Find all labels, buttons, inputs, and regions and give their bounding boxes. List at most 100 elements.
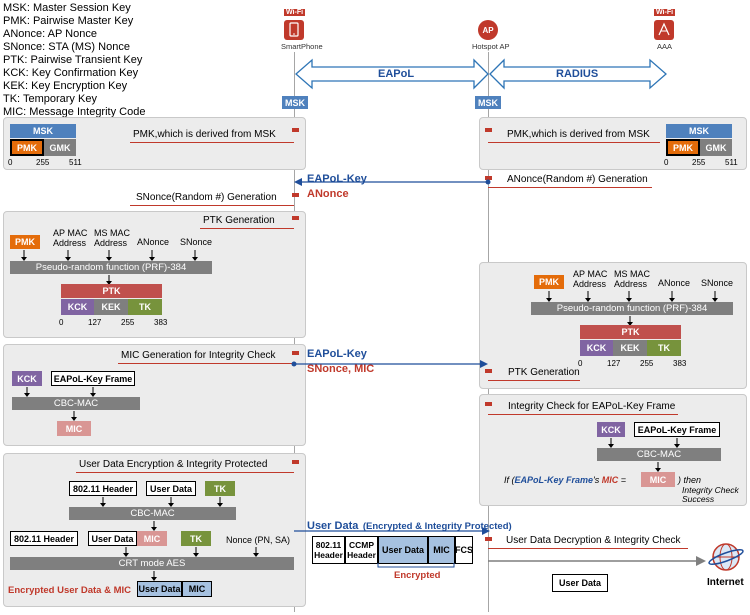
note-underline (488, 414, 678, 415)
pmk-box: PMK (10, 139, 44, 156)
ap-label: Hotspot AP (472, 42, 510, 51)
encrypted-result-label: Encrypted User Data & MIC (8, 585, 132, 596)
message-arrow-1 (294, 178, 491, 186)
kck-box: KCK (597, 422, 625, 437)
equals-sign: = (620, 475, 627, 485)
frame-mic-box: MIC (428, 536, 455, 564)
user-data-box: User Data (88, 531, 137, 546)
prf-bar: Pseudo-random function (PRF)-384 (10, 261, 212, 274)
ptk-panel-right: PMK AP MAC Address MS MAC Address ANonce… (479, 262, 747, 389)
then-text: ) then (678, 475, 702, 485)
crt-aes-bar: CRT mode AES (10, 557, 294, 570)
globe-icon (706, 541, 746, 580)
prf-arrow (106, 275, 112, 285)
bit-255: 255 (640, 359, 654, 368)
user-dec-note: User Data Decryption & Integrity Check (506, 535, 681, 546)
user-data-box: User Data (146, 481, 196, 496)
gmk-box: GMK (44, 139, 76, 156)
bit-255: 255 (121, 318, 135, 327)
mic-box: MIC (641, 472, 675, 487)
internet-label: Internet (707, 577, 744, 588)
glossary-item: KEK: Key Encryption Key (3, 80, 128, 92)
bit-511: 511 (725, 158, 738, 167)
bit-0: 0 (8, 158, 13, 167)
header-box: 802.11 Header (69, 481, 137, 496)
bit-0: 0 (578, 359, 583, 368)
prf-arrow (627, 316, 633, 326)
cbc-arrow (151, 521, 157, 531)
radius-label: RADIUS (556, 68, 599, 80)
ms-mac-label: MS MAC Address (94, 228, 130, 248)
msk-box: MSK (666, 124, 732, 138)
wifi-tag: Wi-Fi (284, 9, 306, 16)
eapol-key-frame-box: EAPoL-Key Frame (51, 371, 135, 386)
wifi-tag: Wi-Fi (654, 9, 676, 16)
if-frame: EAPoL-Key Frame (514, 475, 594, 485)
eapol-key-frame-box: EAPoL-Key Frame (634, 422, 720, 437)
glossary-item: MIC: Message Integrity Code (3, 106, 146, 118)
msk-phone: MSK (282, 96, 308, 109)
encrypted-mic-box: MIC (182, 581, 212, 597)
integrity-check-note: Integrity Check for EAPoL-Key Frame (508, 401, 676, 412)
note-underline (488, 380, 580, 381)
header-box: 802.11 Header (10, 531, 78, 546)
pmk-panel-right: MSK PMK GMK 0 255 511 (479, 117, 747, 170)
event-marker (292, 460, 299, 464)
event-marker (292, 193, 299, 197)
tk-box: TK (205, 481, 235, 496)
event-marker (485, 537, 492, 541)
cbc-arrow (655, 462, 661, 472)
mic-gen-panel: KCK EAPoL-Key Frame CBC-MAC MIC (3, 344, 306, 446)
note-underline (76, 472, 294, 473)
ap-mac-label: AP MAC Address (573, 269, 608, 289)
tk-box: TK (181, 531, 211, 546)
glossary-item: PTK: Pairwise Transient Key (3, 54, 143, 66)
glossary-item: TK: Temporary Key (3, 93, 97, 105)
smartphone-icon (284, 20, 304, 40)
event-marker (485, 369, 492, 373)
encrypted-label: Encrypted (394, 570, 441, 581)
bit-127: 127 (607, 359, 621, 368)
tk-box: TK (128, 299, 162, 315)
prf-bar: Pseudo-random function (PRF)-384 (531, 302, 733, 315)
plain-user-data-box: User Data (552, 574, 608, 592)
encrypted-bracket (377, 563, 455, 568)
event-marker (485, 128, 492, 132)
msk-ap: MSK (475, 96, 501, 109)
ptk-box: PTK (580, 325, 681, 339)
glossary-item: MSK: Master Session Key (3, 2, 131, 14)
event-marker (292, 216, 299, 220)
note-underline (488, 187, 652, 188)
gmk-box: GMK (700, 139, 732, 156)
note-underline (118, 363, 294, 364)
anonce-input: ANonce (658, 278, 691, 288)
encrypted-user-data-box: User Data (137, 581, 182, 597)
tk-box: TK (647, 340, 681, 356)
internet-arrow (488, 556, 706, 566)
event-marker (485, 176, 492, 180)
ap-mac-label: AP MAC Address (53, 228, 88, 248)
glossary-item: ANonce: AP Nonce (3, 28, 97, 40)
bit-511: 511 (69, 158, 82, 167)
if-condition: If (EAPoL-Key Frame's MIC = (504, 475, 626, 485)
pmk-box: PMK (534, 275, 564, 289)
input-arrows (24, 387, 96, 397)
user-enc-note: User Data Encryption & Integrity Protect… (79, 459, 268, 470)
msk-box: MSK (10, 124, 76, 138)
input-arrows (123, 547, 259, 557)
ptk-box: PTK (61, 284, 162, 298)
bit-255: 255 (692, 158, 706, 167)
message-3: User Data (Encrypted & Integrity Protect… (307, 516, 512, 534)
cbc-mac-bar: CBC-MAC (69, 507, 236, 520)
server-icon (654, 20, 674, 40)
input-arrows (608, 438, 680, 448)
pmk-box: PMK (666, 139, 700, 156)
bit-0: 0 (664, 158, 669, 167)
bit-0: 0 (59, 318, 64, 327)
bit-127: 127 (88, 318, 102, 327)
message-2-type: EAPoL-Key (307, 348, 367, 360)
kck-box: KCK (61, 299, 94, 315)
bit-255: 255 (36, 158, 50, 167)
check-result-1: Integrity Check (682, 485, 739, 495)
kck-box: KCK (580, 340, 613, 356)
